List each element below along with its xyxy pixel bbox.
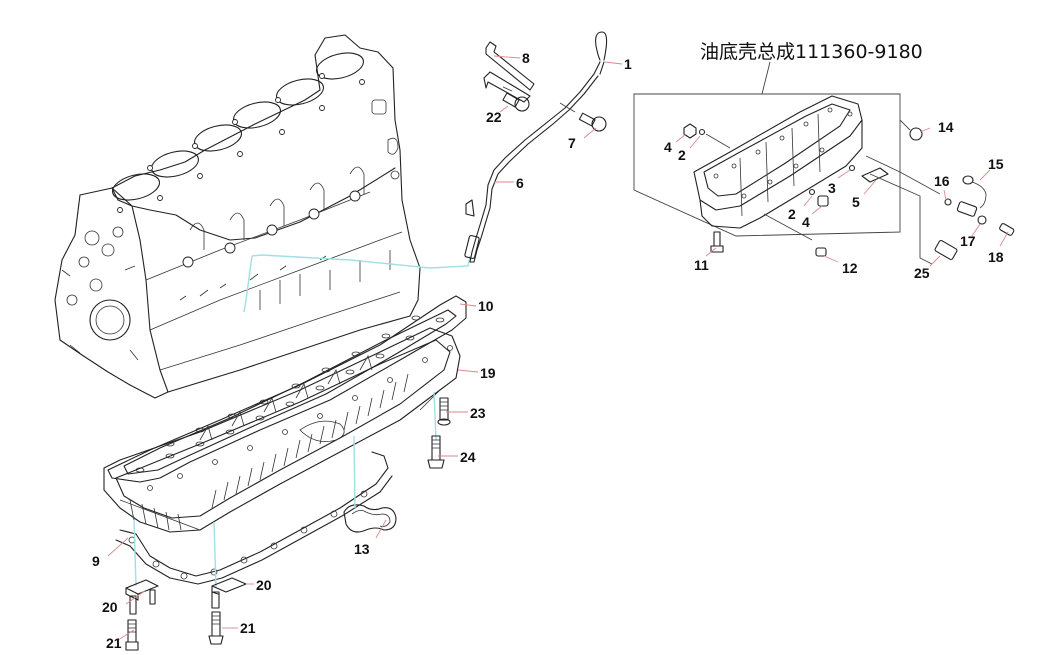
callout-5[interactable]: 5 — [852, 194, 860, 210]
guide-line-block — [243, 255, 253, 313]
callout-4-upper[interactable]: 4 — [664, 139, 672, 155]
callout-11[interactable]: 11 — [694, 257, 709, 273]
callout-9[interactable]: 9 — [92, 553, 100, 569]
callout-8[interactable]: 8 — [522, 50, 530, 66]
callout-12[interactable]: 12 — [842, 260, 858, 276]
callout-16[interactable]: 16 — [934, 173, 950, 189]
clamp-left — [125, 579, 159, 651]
callout-3[interactable]: 3 — [828, 180, 836, 196]
callout-14[interactable]: 14 — [938, 119, 954, 135]
oil-pan — [103, 327, 461, 533]
engine-block — [54, 34, 421, 399]
callout-21-left[interactable]: 21 — [106, 635, 122, 651]
bolt-23 — [437, 397, 451, 426]
callout-7[interactable]: 7 — [568, 135, 576, 151]
bolt-24 — [427, 435, 445, 469]
callout-25[interactable]: 25 — [914, 265, 930, 281]
callout-22[interactable]: 22 — [486, 109, 502, 125]
callout-13[interactable]: 13 — [354, 541, 370, 557]
upper-gasket — [107, 295, 467, 483]
callout-2-lower[interactable]: 2 — [788, 206, 796, 222]
callout-24[interactable]: 24 — [460, 449, 476, 465]
callout-6[interactable]: 6 — [516, 175, 524, 191]
callout-19[interactable]: 19 — [480, 365, 496, 381]
cover-gasket — [343, 504, 397, 533]
guide-line-dipstick — [251, 254, 471, 269]
callout-2-upper[interactable]: 2 — [678, 147, 686, 163]
callout-10[interactable]: 10 — [478, 298, 494, 314]
callout-20-right[interactable]: 20 — [256, 577, 272, 593]
callout-18[interactable]: 18 — [988, 249, 1004, 265]
assembly-title: 油底壳总成111360-9180 — [700, 41, 923, 63]
callout-15[interactable]: 15 — [988, 156, 1004, 172]
callout-21-right[interactable]: 21 — [240, 620, 256, 636]
lower-gasket — [115, 451, 393, 585]
callout-20-left[interactable]: 20 — [102, 599, 118, 615]
assembly-inset — [633, 61, 1015, 265]
dipstick-assembly — [464, 31, 608, 263]
callout-1[interactable]: 1 — [624, 56, 632, 72]
leader-lines — [107, 55, 1009, 641]
callout-4-lower[interactable]: 4 — [802, 214, 810, 230]
callout-23[interactable]: 23 — [470, 405, 486, 421]
callout-17[interactable]: 17 — [960, 233, 976, 249]
